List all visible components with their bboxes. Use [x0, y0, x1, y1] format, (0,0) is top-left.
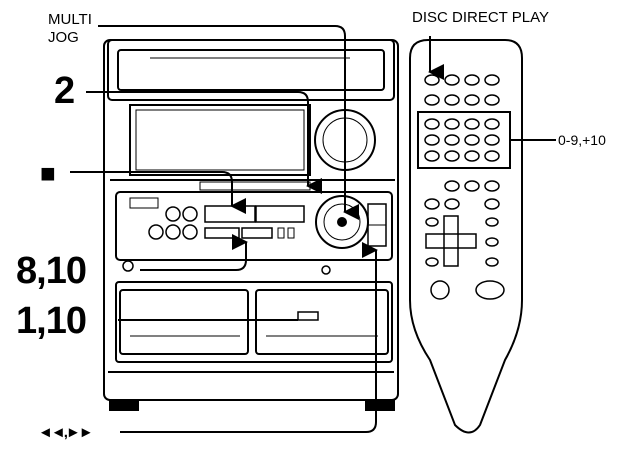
- step-1-10-label: 1,10: [16, 300, 87, 342]
- skip-buttons-label: ◄◄,►►: [38, 424, 94, 441]
- jog-label: JOG: [48, 29, 79, 46]
- leader-lines: [70, 25, 556, 433]
- step-2-label: 2: [54, 70, 75, 112]
- remote-control: [409, 39, 523, 434]
- step-8-10-label: 8,10: [16, 250, 87, 292]
- numeric-keys-label: 0-9,+10: [558, 132, 606, 148]
- disc-direct-play-label: DISC DIRECT PLAY: [412, 9, 549, 26]
- stereo-unit: [103, 39, 399, 411]
- multi-label: MULTI: [48, 11, 92, 28]
- stop-symbol-label: ■: [40, 158, 56, 188]
